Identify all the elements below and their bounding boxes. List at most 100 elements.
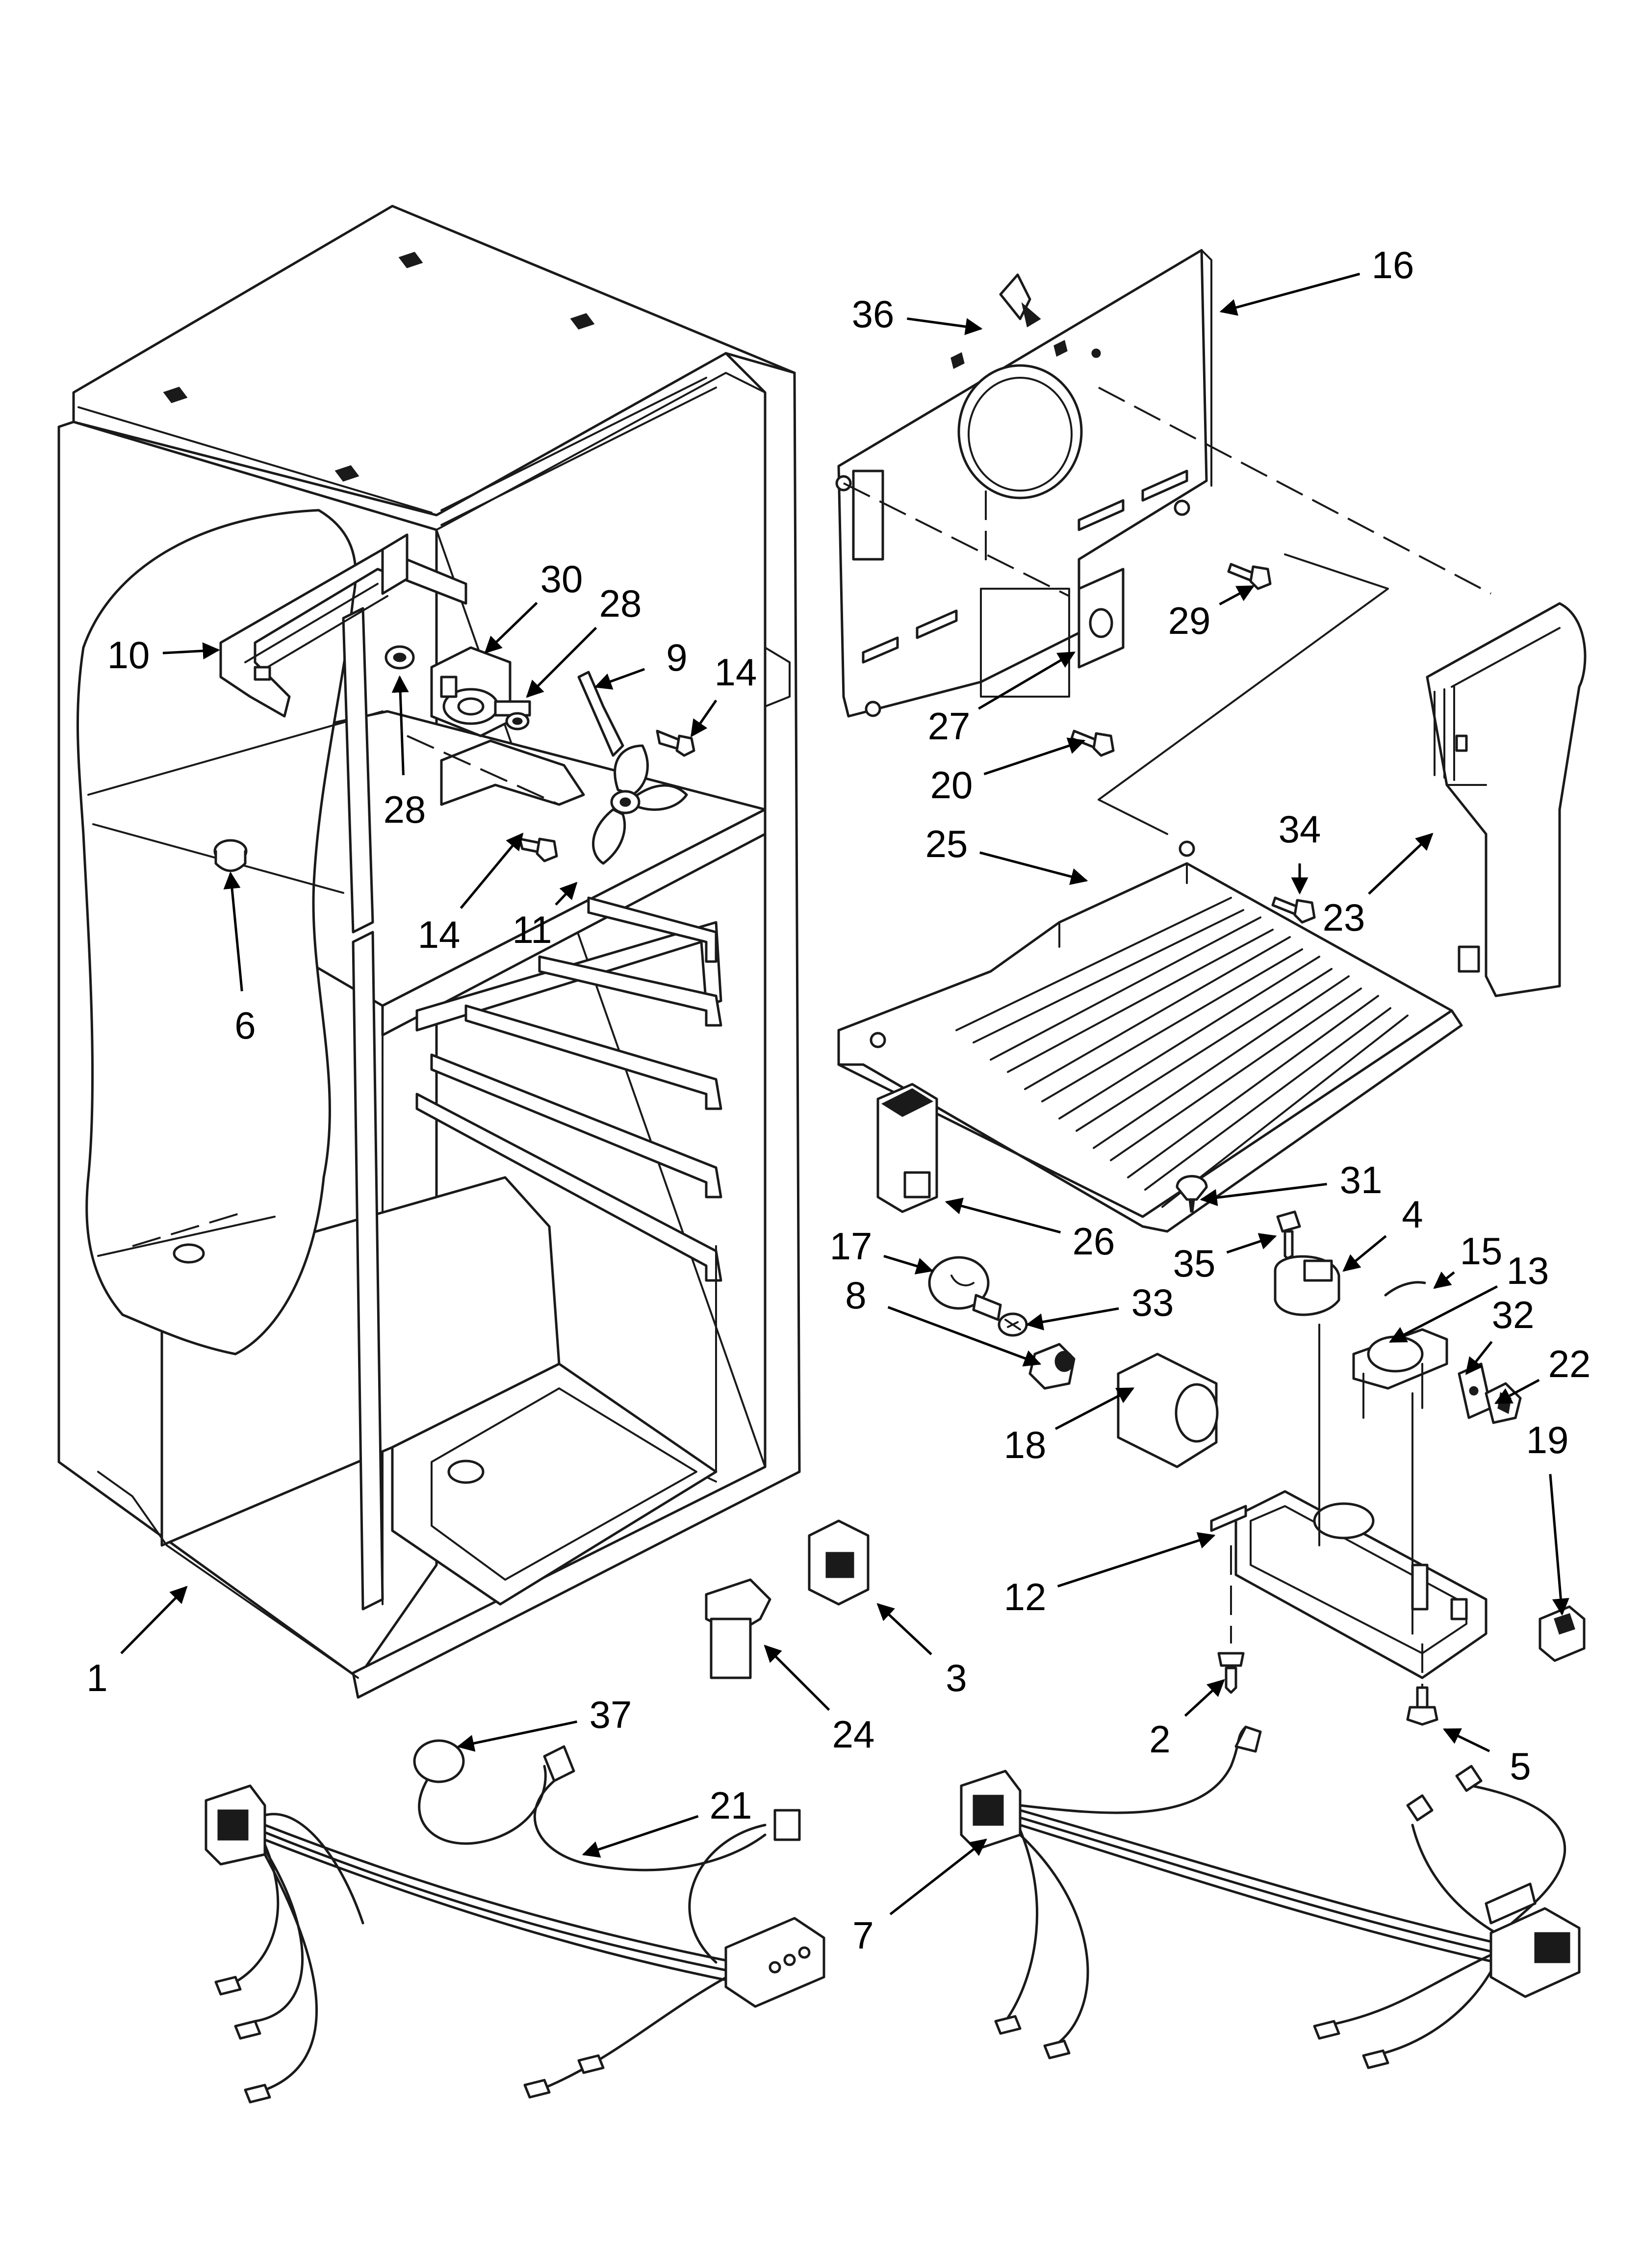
callout-label: 24 [832,1713,875,1756]
screw-35 [1276,1210,1301,1260]
wire-harness-7 [960,1725,1581,2069]
screw-upper [656,730,695,757]
callout-leader-arrow [983,737,1086,776]
callout-10: 10 [107,633,220,677]
callout-leader-arrow [1219,585,1255,606]
callout-leader-arrow [887,1306,1042,1367]
tube-15 [1384,1281,1426,1297]
mounting-plate [1458,1362,1492,1419]
fan-bracket [407,671,624,806]
control-housing [430,646,531,737]
duct-grille [1434,686,1455,781]
callout-26: 26 [945,1198,1115,1263]
callout-30: 30 [484,557,583,654]
callout-leader-arrow [1442,1728,1490,1752]
knob-lower [385,645,415,670]
callout-18: 18 [1004,1387,1135,1466]
callout-22: 22 [1494,1342,1591,1405]
screw-34 [1271,896,1316,924]
callout-label: 16 [1372,243,1414,287]
callout-leader-arrow [526,626,597,698]
callout-label: 12 [1004,1575,1047,1618]
callout-32: 32 [1465,1293,1535,1375]
callout-label: 23 [1323,896,1365,939]
lamp-socket [1028,1343,1076,1390]
callout-label: 6 [234,1004,256,1047]
callout-label: 4 [1402,1193,1423,1236]
callout-leader-arrow [582,1815,699,1858]
callout-16: 16 [1219,243,1414,316]
callout-leader-arrow [555,882,578,906]
callout-leader-arrow [945,1198,1061,1234]
thermostat [1274,1255,1340,1316]
callout-25: 25 [925,822,1088,885]
callout-35: 35 [1173,1233,1277,1285]
callout-label: 2 [1149,1718,1170,1761]
callout-label: 13 [1507,1249,1549,1292]
screw-20 [1070,730,1115,757]
callout-leader-arrow [1057,1532,1216,1588]
relay-cover [876,1083,938,1213]
knob-upper [505,712,530,730]
callout-27: 27 [928,651,1076,748]
callout-leader-arrow [460,833,524,909]
callout-33: 33 [1026,1281,1174,1330]
callout-24: 24 [764,1644,875,1756]
callout-label: 29 [1168,599,1211,642]
callout-leader-arrow [1200,1183,1327,1206]
light-bulb [928,1256,1002,1321]
callout-label: 11 [513,908,552,951]
callout-leader-arrow [1026,1307,1119,1330]
callout-leader-arrow [764,1644,830,1711]
callout-1: 1 [86,1586,188,1699]
damper-bracket [219,533,467,718]
callout-label: 28 [384,788,426,831]
fan-blade [592,744,688,865]
callout-leader-arrow [1549,1474,1569,1616]
control-box [1210,1324,1488,1679]
plug-button [213,839,248,872]
callout-28: 28 [384,675,426,831]
callout-17: 17 [830,1225,934,1275]
callout-leader-arrow [1433,1271,1455,1289]
callout-31: 31 [1200,1158,1383,1206]
callout-13: 13 [1388,1249,1549,1343]
screw-lower [518,837,558,862]
callout-12: 12 [1004,1532,1216,1618]
callout-leader-arrow [1494,1379,1540,1405]
connector-19 [1539,1605,1586,1662]
callout-leader-arrow [979,851,1088,885]
callout-label: 36 [852,292,895,336]
lamp-socket-ring [998,1312,1028,1337]
callout-label: 21 [710,1784,752,1827]
callout-7: 7 [852,1838,987,1957]
callout-label: 7 [852,1914,873,1957]
callout-21: 21 [582,1784,752,1858]
evaporator-cover [835,249,1212,718]
callout-label: 14 [715,651,757,694]
callout-label: 31 [1340,1158,1383,1201]
callout-leader-arrow [1054,1387,1135,1430]
callout-label: 18 [1004,1423,1047,1466]
callout-label: 25 [925,822,968,865]
screw-29 [1227,563,1272,590]
switch-24 [705,1578,771,1679]
callout-19: 19 [1526,1418,1569,1616]
callout-label: 32 [1492,1293,1535,1336]
callout-3: 3 [876,1603,967,1699]
callout-5: 5 [1442,1728,1531,1788]
screw-2 [1217,1545,1245,1694]
callout-37: 37 [457,1693,632,1752]
callout-leader-arrow [162,642,220,660]
callout-34: 34 [1279,808,1321,895]
callout-label: 5 [1510,1745,1531,1788]
callout-label: 37 [590,1693,632,1736]
callout-11: 11 [513,882,578,951]
callout-label: 20 [930,763,973,807]
callout-label: 34 [1279,808,1321,851]
callout-leader-arrow [876,1603,932,1655]
callout-label: 1 [86,1656,107,1699]
callout-leader-arrow [1465,1341,1493,1375]
